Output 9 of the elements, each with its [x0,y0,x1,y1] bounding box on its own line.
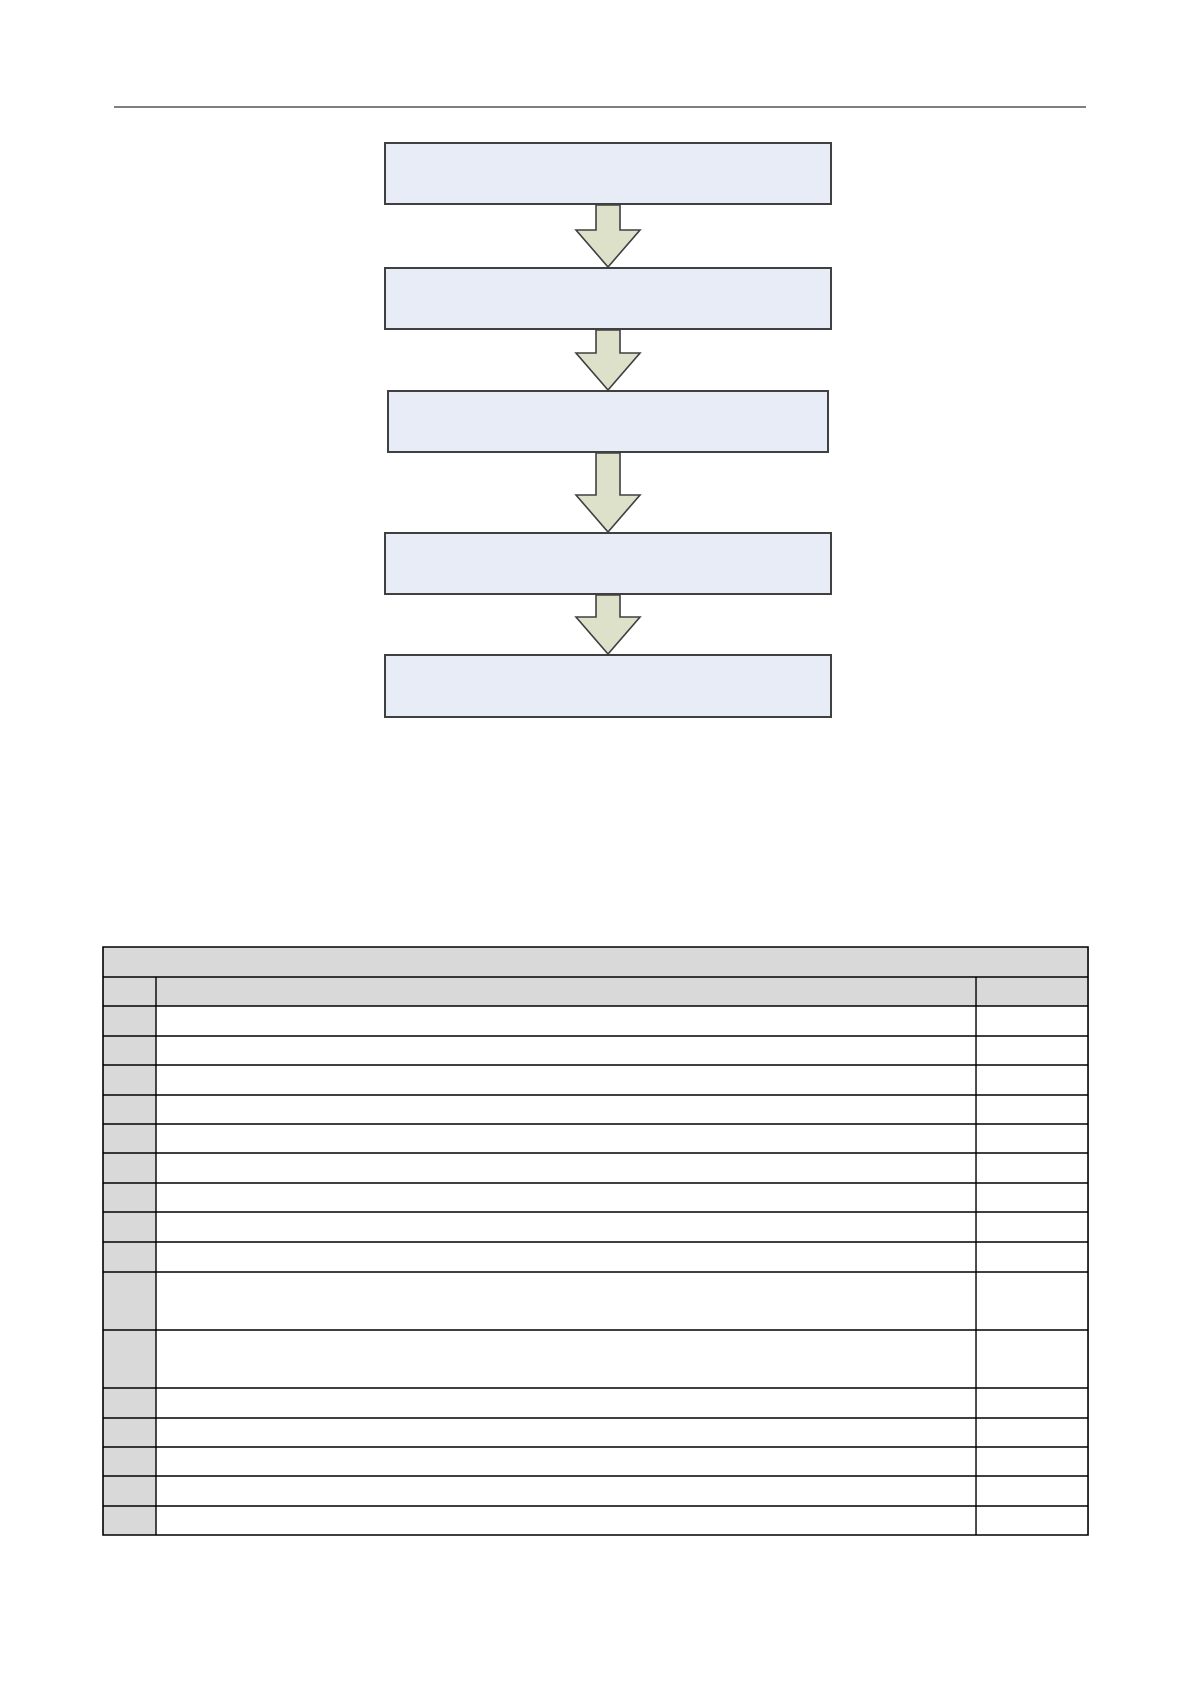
process-box [384,142,832,205]
process-box [387,390,829,453]
process-box [384,532,832,595]
process-box [384,267,832,330]
block-arrow [574,452,642,534]
block-arrow [574,204,642,269]
block-arrow [574,329,642,392]
block-arrow [574,594,642,656]
process-box [384,654,832,718]
